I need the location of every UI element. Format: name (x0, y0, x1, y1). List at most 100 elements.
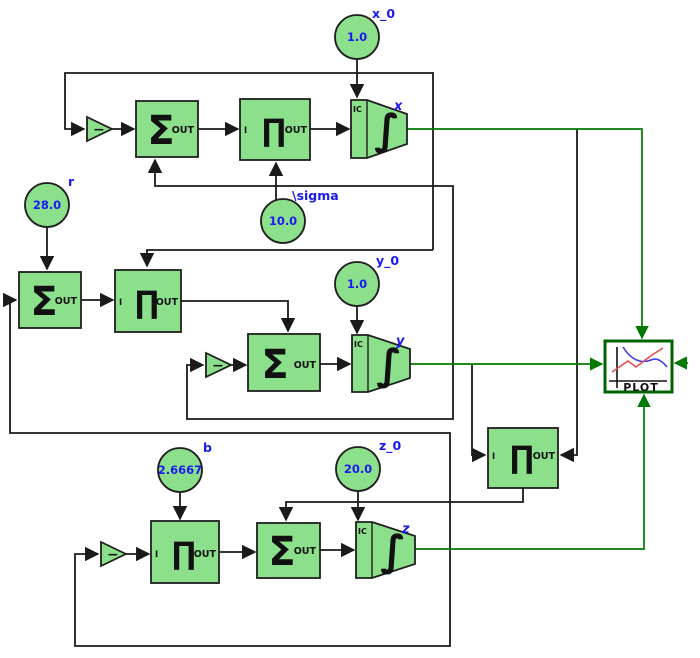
product-block-sigma[interactable]: I ∏ OUT (239, 98, 311, 161)
product-glyph: ∏ (135, 285, 159, 321)
integral-glyph: ∫ (380, 526, 406, 575)
constant-circle[interactable] (157, 447, 203, 493)
wire-segment[interactable] (471, 364, 487, 463)
wire-segment[interactable] (147, 158, 454, 364)
product-block-xy[interactable]: I ∏ OUT (487, 427, 559, 489)
integral-glyph: ∫ (374, 105, 400, 154)
ic-port-label: IC (358, 527, 367, 536)
constant-value: 10.0 (269, 214, 297, 228)
sum-block-dy[interactable]: Σ OUT (247, 333, 321, 392)
block-body[interactable] (487, 427, 559, 489)
in-port-label: I (492, 452, 495, 462)
gain-sign: − (107, 547, 119, 563)
constant-r[interactable]: 28.0 r (24, 174, 75, 228)
out-port-label: OUT (55, 296, 78, 307)
constant-label: b (203, 440, 212, 455)
constant-circle[interactable] (260, 198, 306, 244)
gain-negate-y[interactable]: − (205, 351, 234, 379)
constant-circle[interactable] (335, 446, 381, 492)
gain-triangle[interactable] (100, 540, 129, 568)
wire-segment[interactable] (278, 488, 524, 522)
wire-x-feedback-loop[interactable] (64, 72, 434, 268)
state-label-y: y (396, 334, 405, 349)
constant-value: 1.0 (347, 277, 367, 291)
product-glyph: ∏ (262, 113, 286, 149)
constant-b[interactable]: 2.6667 b (157, 440, 212, 493)
block-body[interactable] (239, 98, 311, 161)
plot-label: PLOT (623, 381, 659, 394)
constant-value: 20.0 (344, 462, 372, 476)
block-body[interactable] (150, 520, 220, 584)
product-glyph: ∏ (510, 440, 534, 476)
plot-scope-block[interactable]: PLOT (603, 339, 674, 394)
plot-curve-blue (622, 346, 668, 368)
wire-segment[interactable] (415, 393, 651, 550)
constant-circle[interactable] (334, 261, 380, 307)
constant-y0[interactable]: 1.0 y_0 (334, 253, 399, 307)
out-port-label: OUT (194, 549, 217, 560)
integrator-x[interactable]: IC ∫ x (350, 99, 408, 159)
wire-segment[interactable] (139, 249, 433, 268)
wire-y-to-xy-product[interactable] (471, 364, 487, 463)
gain-sign: − (93, 122, 105, 138)
wire-segment[interactable] (64, 72, 434, 250)
wire-x-to-xy-product[interactable] (559, 129, 578, 463)
constant-circle[interactable] (334, 14, 380, 60)
constant-value: 2.6667 (158, 463, 202, 477)
constant-label: x_0 (372, 6, 395, 22)
block-body[interactable] (256, 522, 321, 579)
gain-sign: − (212, 358, 224, 374)
wire-segment[interactable] (559, 129, 578, 463)
sum-block-dx[interactable]: Σ OUT (135, 100, 199, 158)
sum-glyph: Σ (268, 529, 295, 575)
out-port-label: OUT (294, 546, 317, 557)
wire-prod2-to-sum3[interactable] (181, 300, 296, 333)
integrator-y[interactable]: IC ∫ y (351, 334, 411, 393)
wire-segment[interactable] (186, 357, 454, 420)
integrator-z[interactable]: IC ∫ z (355, 521, 416, 579)
in-port-label: I (155, 550, 158, 560)
product-block-b[interactable]: I ∏ OUT (150, 520, 220, 584)
constant-circle[interactable] (24, 182, 70, 228)
wire-segment[interactable] (407, 128, 649, 340)
wire-segment[interactable] (181, 300, 296, 333)
wire-x-to-plot[interactable] (407, 128, 649, 340)
gain-negate-x[interactable]: − (86, 115, 115, 143)
gain-triangle[interactable] (86, 115, 115, 143)
sum-block-dz[interactable]: Σ OUT (256, 522, 321, 579)
out-port-label: OUT (533, 451, 556, 462)
block-body[interactable] (114, 269, 182, 333)
sum-glyph: Σ (30, 279, 57, 325)
wire-segment[interactable] (74, 546, 451, 647)
block-body[interactable] (603, 339, 674, 394)
ic-port-label: IC (354, 340, 363, 349)
state-label-z: z (401, 522, 410, 537)
constant-value: 1.0 (347, 30, 367, 44)
wire-xy-to-sum4[interactable] (278, 488, 524, 522)
product-glyph: ∏ (172, 536, 196, 572)
sum-glyph: Σ (147, 108, 174, 154)
constant-z0[interactable]: 20.0 z_0 (335, 438, 402, 492)
out-port-label: OUT (285, 125, 308, 136)
sum-block-r-minus-z[interactable]: Σ OUT (18, 271, 82, 329)
out-port-label: OUT (172, 125, 195, 136)
wire-segment[interactable] (3, 292, 451, 549)
constant-label: r (68, 174, 75, 189)
constant-label: y_0 (376, 253, 399, 269)
block-body[interactable] (247, 333, 321, 392)
wire-y-feedback-loop[interactable] (147, 158, 454, 420)
constant-label: \sigma (292, 188, 339, 203)
gain-negate-z[interactable]: − (100, 540, 129, 568)
block-body[interactable] (18, 271, 82, 329)
constant-x0[interactable]: 1.0 x_0 (334, 6, 395, 60)
product-block-x-times-rz[interactable]: I ∏ OUT (114, 269, 182, 333)
ic-port-label: IC (353, 105, 362, 114)
gain-triangle[interactable] (205, 351, 234, 379)
wire-z-feedback-loop[interactable] (3, 292, 451, 647)
wire-z-to-plot[interactable] (415, 393, 651, 550)
constant-sigma[interactable]: 10.0 \sigma (260, 188, 339, 244)
constant-label: z_0 (379, 438, 402, 454)
block-body[interactable] (135, 100, 199, 158)
